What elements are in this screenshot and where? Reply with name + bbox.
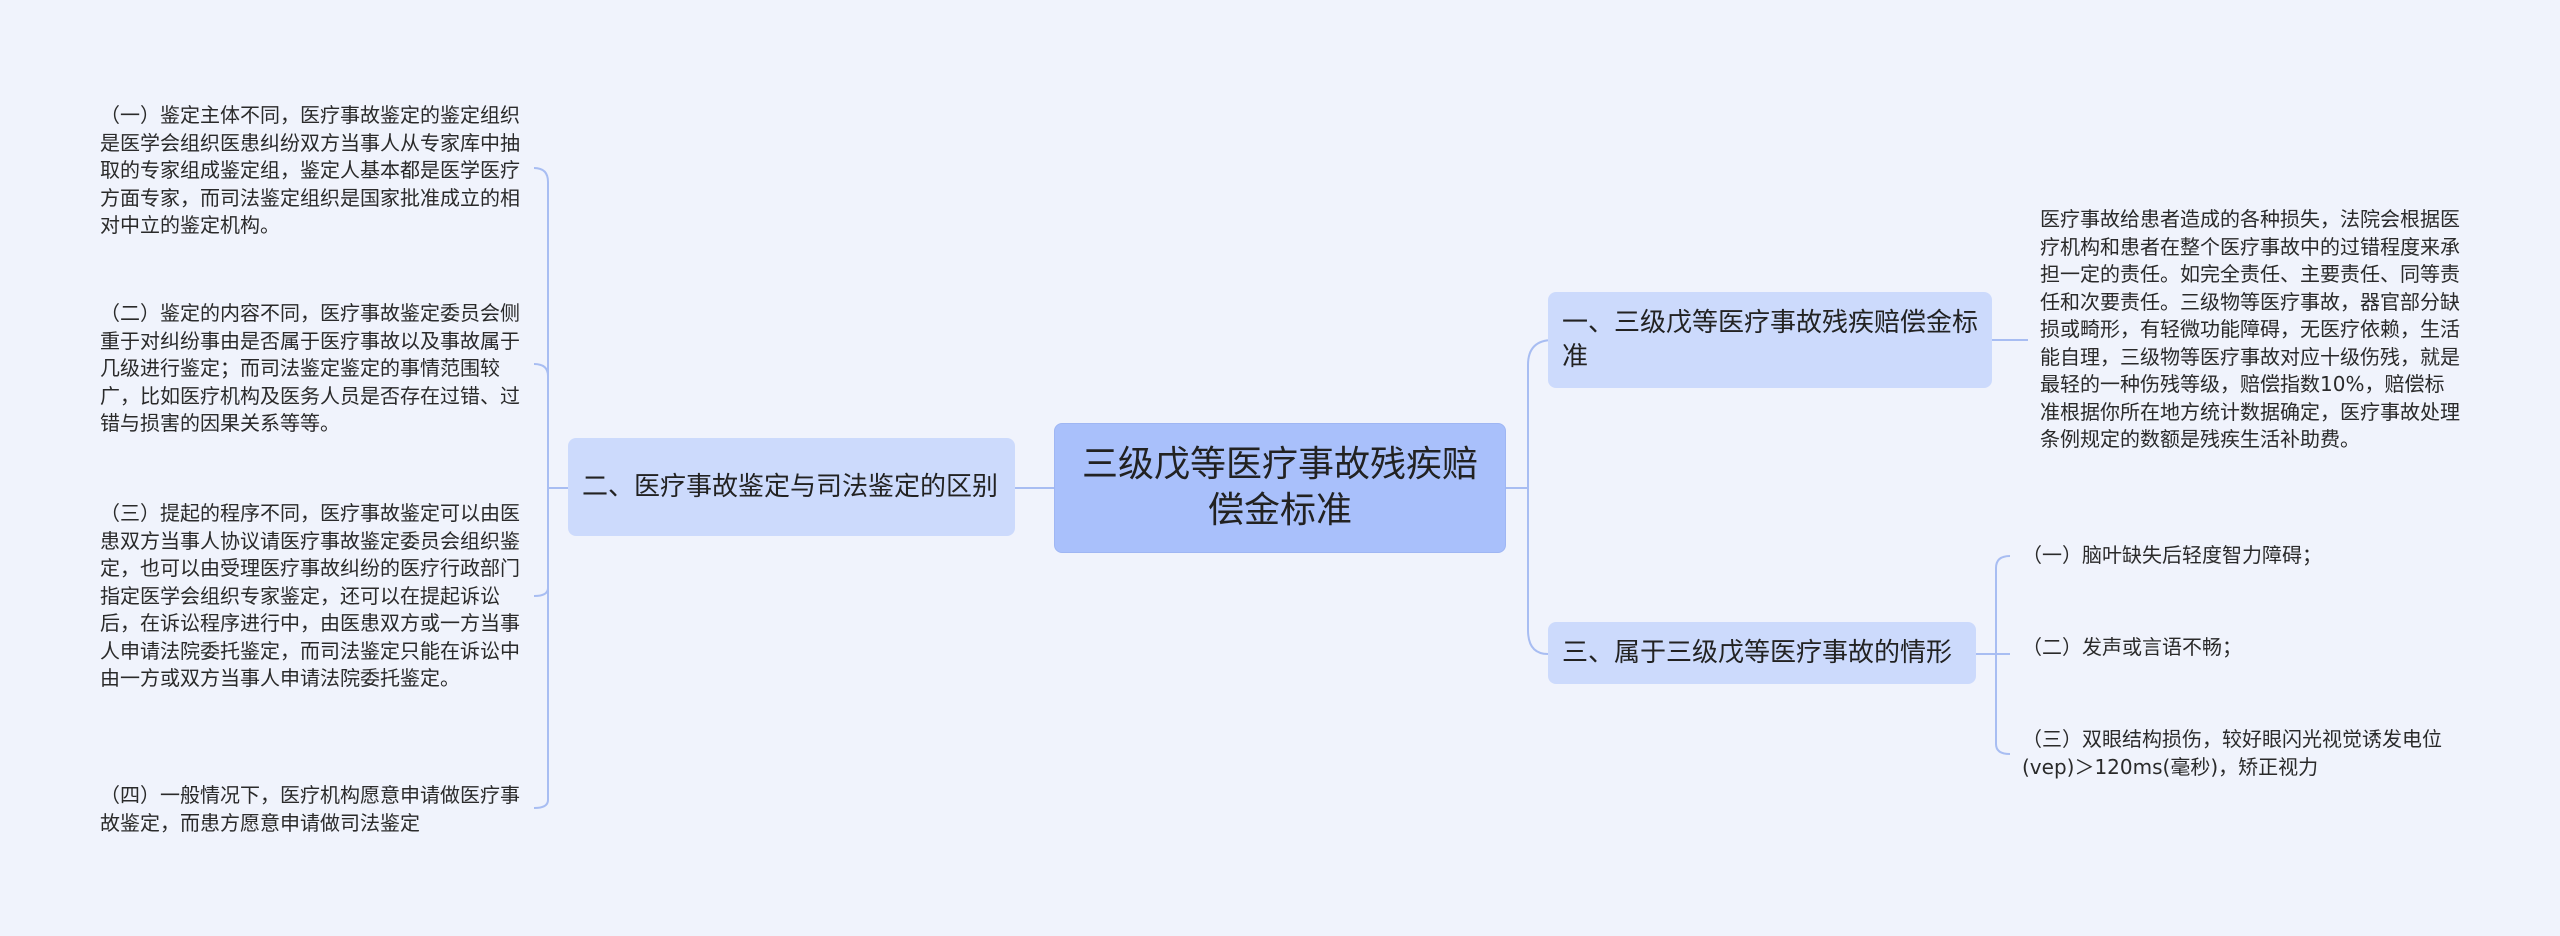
leaf-b1-0: 医疗事故给患者造成的各种损失，法院会根据医疗机构和患者在整个医疗事故中的过错程度…	[2040, 207, 2460, 451]
leaf-b3-2: （三）双眼结构损伤，较好眼闪光视觉诱发电位(vep)＞120ms(毫秒)，矫正视…	[2022, 727, 2442, 779]
leaf-b2-3: （四）一般情况下，医疗机构愿意申请做医疗事故鉴定，而患方愿意申请做司法鉴定	[100, 783, 520, 835]
leaf-b2-1: （二）鉴定的内容不同，医疗事故鉴定委员会侧重于对纠纷事由是否属于医疗事故以及事故…	[100, 301, 520, 435]
connector-root-b3	[1527, 488, 1549, 655]
connector-root-b1	[1506, 339, 1554, 489]
branch-1[interactable]: 一、三级戊等医疗事故残疾赔偿金标准	[1548, 292, 1992, 388]
branch-3-label: 三、属于三级戊等医疗事故的情形	[1562, 638, 1953, 668]
leaf-b2-0: （一）鉴定主体不同，医疗事故鉴定的鉴定组织是医学会组织医患纠纷双方当事人从专家库…	[100, 103, 520, 237]
leaf-b3-1: （二）发声或言语不畅；	[2022, 635, 2242, 659]
connector-b2-bracket	[533, 167, 568, 809]
branch-1-label: 一、三级戊等医疗事故残疾赔偿金标准	[1562, 308, 1979, 372]
root-topic[interactable]: 三级戊等医疗事故残疾赔偿金标准	[1054, 423, 1506, 553]
connector-b3-bracket	[1976, 555, 2011, 755]
branch-2-label: 二、医疗事故鉴定与司法鉴定的区别	[582, 472, 999, 502]
leaf-b3-0: （一）脑叶缺失后轻度智力障碍；	[2022, 543, 2322, 567]
branch-2[interactable]: 二、医疗事故鉴定与司法鉴定的区别	[568, 438, 1015, 536]
root-topic-label: 三级戊等医疗事故残疾赔偿金标准	[1081, 444, 1478, 531]
leaf-b2-2: （三）提起的程序不同，医疗事故鉴定可以由医患双方当事人协议请医疗事故鉴定委员会组…	[100, 501, 520, 690]
branch-3[interactable]: 三、属于三级戊等医疗事故的情形	[1548, 622, 1976, 684]
